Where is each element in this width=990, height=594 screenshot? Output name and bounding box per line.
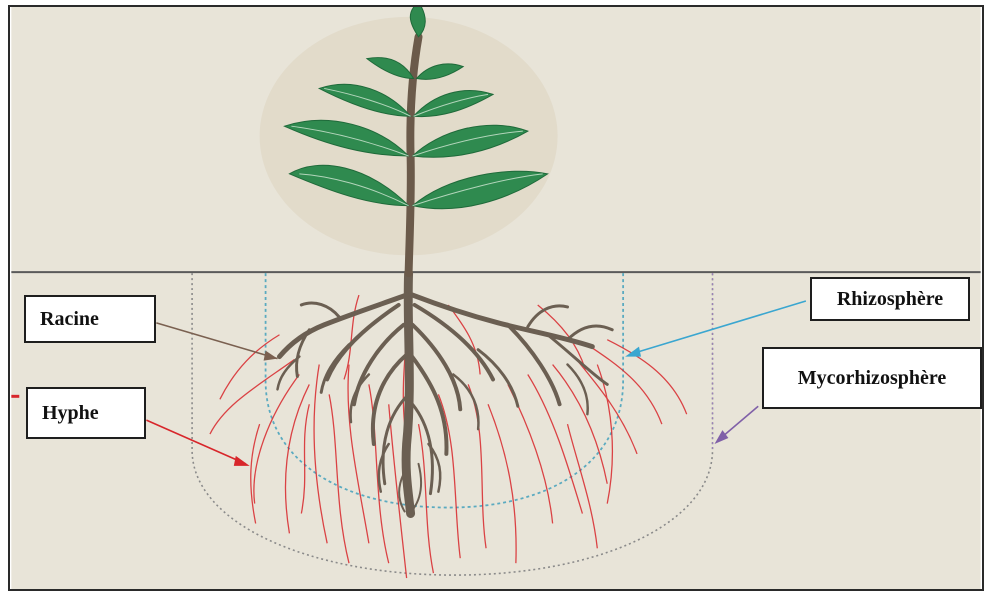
racine-label: Racine	[24, 295, 156, 343]
rhizosphere-label-text: Rhizosphère	[837, 288, 943, 311]
hyphe-label-text: Hyphe	[42, 402, 99, 425]
mycorhizosphere-label-text: Mycorhizosphère	[798, 367, 947, 390]
mycorhizosphere-label: Mycorhizosphère	[762, 347, 982, 409]
rhizosphere-label: Rhizosphère	[810, 277, 970, 321]
hyphe-label: Hyphe	[26, 387, 146, 439]
diagram-frame: Racine Hyphe Rhizosphère Mycorhizosphère	[8, 5, 984, 591]
racine-label-text: Racine	[40, 308, 99, 331]
